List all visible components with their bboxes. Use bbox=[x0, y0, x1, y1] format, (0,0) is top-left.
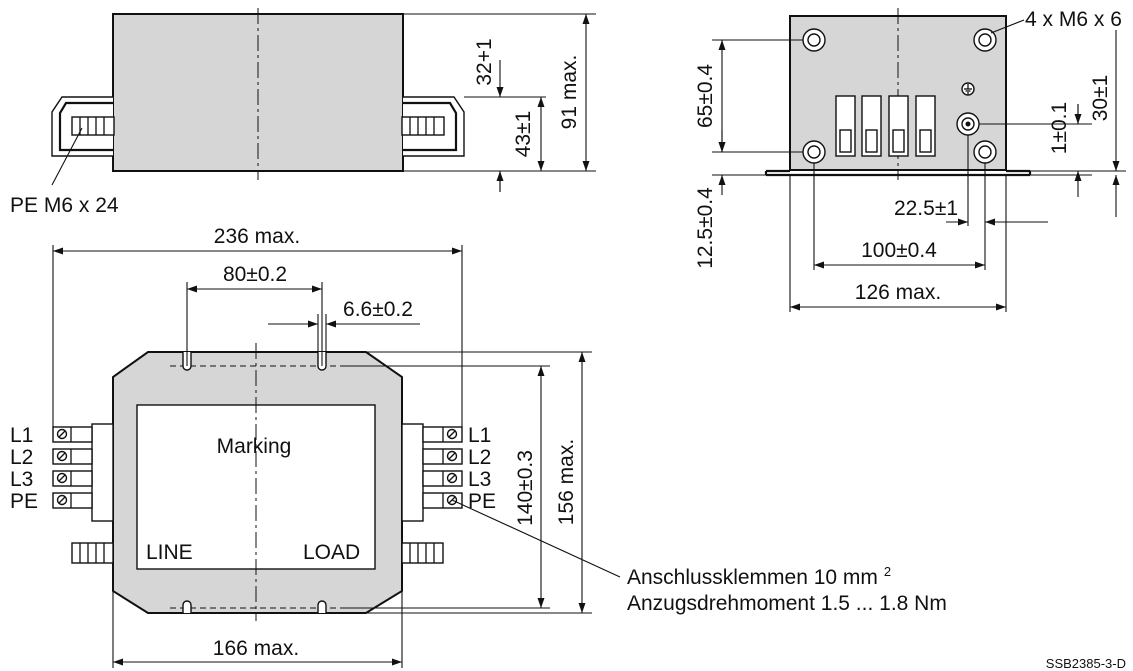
left-pe-bolt bbox=[71, 542, 114, 564]
right-terminal-l2: L2 bbox=[468, 446, 491, 469]
dim-80: 80±0.2 bbox=[223, 263, 287, 286]
marking-label: Marking bbox=[217, 435, 292, 458]
left-terminal-l2: L2 bbox=[10, 446, 33, 469]
dim-32: 32+1 bbox=[473, 38, 496, 85]
dim-126: 126 max. bbox=[855, 281, 941, 304]
note-torque: Anzugsdrehmoment 1.5 ... 1.8 Nm bbox=[627, 592, 947, 615]
dim-12-5: 12.5±0.4 bbox=[694, 187, 717, 269]
load-label: LOAD bbox=[303, 541, 360, 564]
top-view: Marking LINE LOAD L1 L2 L3 PE bbox=[10, 225, 947, 668]
dim-156: 156 max. bbox=[555, 439, 578, 525]
side-left-flange bbox=[51, 96, 115, 157]
left-terminal-l1: L1 bbox=[10, 424, 33, 447]
side-right-flange bbox=[401, 96, 465, 157]
left-terminal-l3: L3 bbox=[10, 468, 33, 491]
left-terminal-pe: PE bbox=[10, 490, 38, 513]
pe-bolt-label: PE M6 x 24 bbox=[10, 194, 119, 217]
dim-1: 1±0.1 bbox=[1048, 102, 1071, 154]
dim-6-6: 6.6±0.2 bbox=[343, 298, 413, 321]
end-terminal-block bbox=[835, 95, 936, 157]
left-screw-icons bbox=[56, 428, 68, 506]
dim-43: 43±1 bbox=[512, 111, 535, 158]
line-label: LINE bbox=[146, 541, 193, 564]
drawing-number: SSB2385-3-D bbox=[1046, 656, 1126, 671]
right-pe-bolt bbox=[401, 542, 444, 564]
dim-140: 140±0.3 bbox=[514, 450, 537, 526]
dim-91: 91 max. bbox=[558, 55, 581, 130]
holes-label: 4 x M6 x 6 bbox=[1025, 8, 1122, 31]
right-terminal-l1: L1 bbox=[468, 424, 491, 447]
end-view: 4 x M6 x 6 65±0.4 12.5±0.4 1±0.1 30±1 22… bbox=[694, 8, 1126, 312]
ground-stud bbox=[956, 112, 980, 136]
side-view: 32+1 43±1 91 max. PE M6 x 24 bbox=[10, 8, 596, 217]
dim-100: 100±0.4 bbox=[861, 239, 937, 262]
dim-236: 236 max. bbox=[214, 225, 300, 248]
dim-30: 30±1 bbox=[1089, 75, 1112, 122]
dim-22-5: 22.5±1 bbox=[894, 197, 958, 220]
dim-65: 65±0.4 bbox=[694, 64, 717, 128]
dim-166: 166 max. bbox=[213, 637, 299, 660]
right-terminal-l3: L3 bbox=[468, 468, 491, 491]
ground-icon bbox=[961, 82, 975, 96]
end-mounting-holes bbox=[802, 28, 997, 164]
right-terminal-pe: PE bbox=[468, 490, 496, 513]
note-terminals: Anschlussklemmen 10 mm 2 bbox=[627, 564, 891, 589]
note-line1: Anschlussklemmen 10 mm bbox=[627, 566, 878, 589]
note-sup: 2 bbox=[884, 564, 891, 579]
